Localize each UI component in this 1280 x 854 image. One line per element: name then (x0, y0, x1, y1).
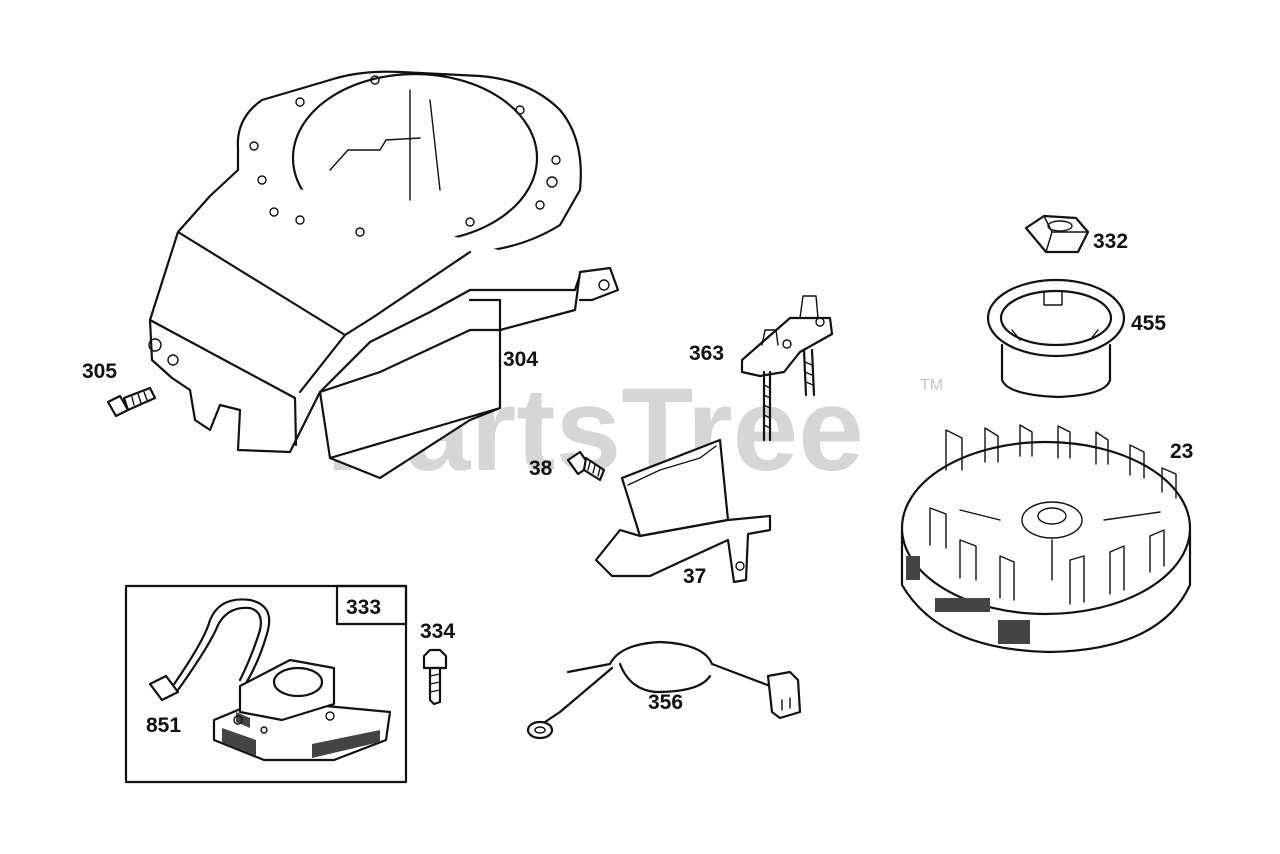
callout-37: 37 (683, 565, 706, 588)
flywheel-label-left (935, 598, 990, 612)
callout-332: 332 (1093, 230, 1128, 253)
flywheel-label-right (998, 620, 1030, 644)
bolt-334-part[interactable] (422, 648, 448, 706)
armature-inset-box (124, 584, 408, 784)
callout-356: 356 (648, 691, 683, 714)
callout-455: 455 (1131, 312, 1166, 335)
bolt-305-part[interactable] (106, 386, 157, 418)
flywheel-23-part[interactable] (900, 424, 1192, 654)
callout-38: 38 (529, 457, 553, 480)
air-guide-37-part[interactable] (594, 438, 772, 584)
armature-333-part[interactable] (148, 598, 392, 762)
callout-334: 334 (420, 620, 455, 643)
starter-cup-455-part[interactable] (986, 278, 1126, 399)
nut-332-part[interactable] (1024, 214, 1090, 254)
callout-363: 363 (689, 342, 724, 365)
callout-851: 851 (146, 714, 181, 737)
bracket-363-part[interactable] (740, 295, 834, 442)
watermark-trademark: TM (920, 377, 943, 394)
callout-304: 304 (503, 348, 538, 371)
blower-housing-part[interactable] (148, 70, 620, 480)
callout-305: 305 (82, 360, 117, 383)
screw-38-part[interactable] (566, 450, 606, 482)
callout-333: 333 (346, 596, 381, 619)
callout-23: 23 (1170, 440, 1193, 463)
ground-wire-356-part[interactable] (526, 640, 802, 740)
flywheel-label-side (906, 556, 920, 580)
